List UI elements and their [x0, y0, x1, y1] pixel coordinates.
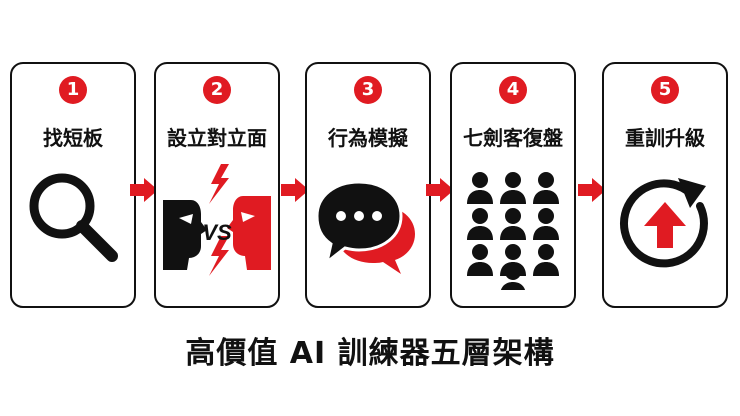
step-card-5: 5 重訓升級: [602, 62, 728, 308]
step-card-4: 4 七劍客復盤: [450, 62, 576, 308]
step-title: 重訓升級: [625, 126, 705, 150]
step-title: 設立對立面: [167, 126, 267, 150]
magnifying-glass-icon: [29, 173, 118, 262]
upgrade-cycle-icon: [620, 178, 708, 268]
step-number-badge: 3: [354, 76, 382, 104]
svg-text:VS: VS: [202, 220, 232, 245]
arrow-right-icon: [578, 178, 606, 202]
versus-faces-icon: VS: [163, 164, 271, 276]
diagram-title: 高價值 AI 訓練器五層架構: [185, 336, 555, 371]
lightning-icon: [209, 236, 229, 276]
step-card-2: 2 設立對立面 VS: [154, 62, 280, 308]
step-card-3: 3 行為模擬: [305, 62, 431, 308]
step-title: 七劍客復盤: [463, 126, 563, 150]
red-face-icon: [227, 196, 271, 270]
step-number-badge: 1: [59, 76, 87, 104]
step-title: 行為模擬: [328, 126, 408, 150]
group-people-icon: [467, 172, 559, 290]
step-number-badge: 2: [203, 76, 231, 104]
step-number-badge: 5: [651, 76, 679, 104]
step-title: 找短板: [43, 126, 103, 150]
black-face-icon: [163, 200, 207, 270]
step-card-1: 1 找短板: [10, 62, 136, 308]
arrow-right-icon: [281, 178, 309, 202]
arrow-right-icon: [426, 178, 454, 202]
arrow-right-icon: [130, 178, 158, 202]
speech-bubbles-icon: [315, 180, 415, 274]
lightning-icon: [209, 164, 229, 204]
step-number-badge: 4: [499, 76, 527, 104]
red-up-arrow-icon: [644, 202, 686, 248]
